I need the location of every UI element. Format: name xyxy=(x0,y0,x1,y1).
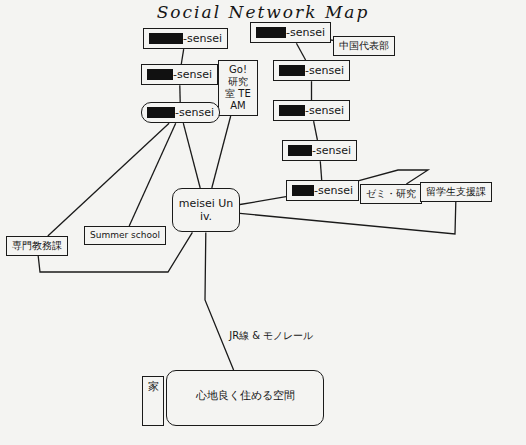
network-link xyxy=(311,81,312,100)
network-link xyxy=(205,232,234,370)
node-text: 中国代表部 xyxy=(339,40,389,51)
network-box: meisei Univ. xyxy=(172,188,240,232)
redaction-bar xyxy=(149,33,183,44)
node-text: ゼミ・研究 xyxy=(366,188,416,199)
redaction-bar xyxy=(256,27,286,38)
network-box: -sensei xyxy=(273,60,350,81)
network-box: Summer school xyxy=(84,226,166,245)
network-link xyxy=(48,123,169,236)
network-link xyxy=(212,116,231,188)
network-link xyxy=(359,170,428,184)
network-link xyxy=(179,85,181,102)
redaction-bar xyxy=(292,185,314,196)
network-box: -sensei xyxy=(143,28,228,49)
node-text: -sensei xyxy=(183,32,222,45)
redaction-bar xyxy=(147,69,173,80)
network-link xyxy=(314,121,318,140)
network-link xyxy=(320,161,321,180)
node-text: -sensei xyxy=(312,144,351,157)
node-text: 家 xyxy=(148,380,159,393)
redaction-bar xyxy=(279,105,305,116)
node-text: -sensei xyxy=(173,68,212,81)
node-text: -sensei xyxy=(314,184,353,197)
node-text: -sensei xyxy=(286,26,325,39)
edge-label: JR線 & モノレール xyxy=(227,329,315,343)
network-link xyxy=(240,197,286,205)
node-text: -sensei xyxy=(305,64,344,77)
node-text: meisei Univ. xyxy=(179,197,234,223)
network-box: 専門教務課 xyxy=(6,236,68,256)
network-link xyxy=(240,202,456,234)
network-box: ゼミ・研究 xyxy=(360,184,422,204)
network-link xyxy=(183,123,200,188)
node-text: 心地良く住める空間 xyxy=(196,389,295,402)
network-box: Go! 研究 室 TEAM xyxy=(218,60,258,116)
network-box: 留学生支援課 xyxy=(420,182,492,202)
network-box: -sensei xyxy=(250,22,331,43)
node-text: 留学生支援課 xyxy=(426,186,486,197)
network-link xyxy=(181,49,183,64)
node-text: Go! 研究 室 TEAM xyxy=(225,64,251,111)
redaction-bar xyxy=(147,107,175,118)
redaction-bar xyxy=(279,65,305,76)
network-box: -sensei xyxy=(273,100,350,121)
network-box: 心地良く住める空間 xyxy=(166,370,324,426)
network-box: -sensei xyxy=(141,102,220,123)
network-box: -sensei xyxy=(141,64,218,85)
network-box: 中国代表部 xyxy=(333,36,395,56)
network-box: -sensei xyxy=(286,180,359,201)
network-link xyxy=(296,43,305,60)
node-text: -sensei xyxy=(175,106,214,119)
network-box: 家 xyxy=(142,376,164,426)
redaction-bar xyxy=(288,145,312,156)
node-text: Summer school xyxy=(90,230,160,240)
node-text: 専門教務課 xyxy=(12,240,62,251)
node-text: -sensei xyxy=(305,104,344,117)
network-box: -sensei xyxy=(282,140,357,161)
map-title: Social Network Map xyxy=(0,2,526,22)
